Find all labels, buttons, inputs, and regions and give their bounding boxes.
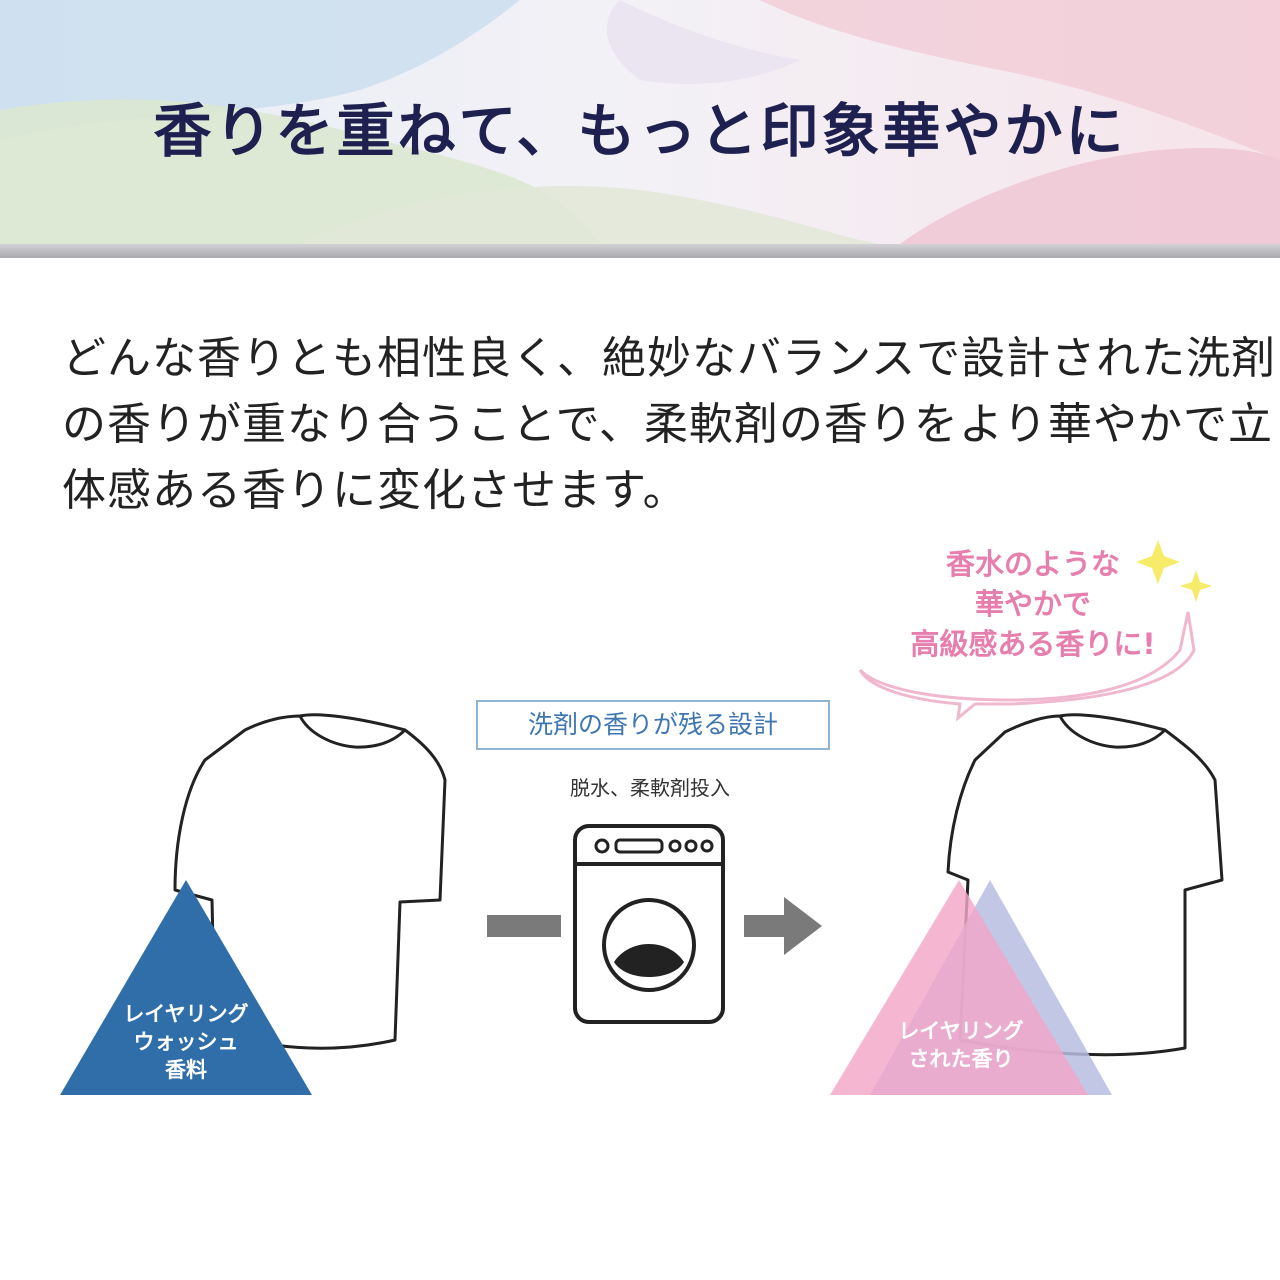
sparkle-icon — [1136, 540, 1180, 584]
description-line: 体感ある香りに変化させます。 — [62, 465, 688, 516]
design-label-box: 洗剤の香りが残る設計 — [476, 700, 830, 750]
step-label: 脱水、柔軟剤投入 — [570, 776, 730, 800]
left-triangle-label: レイヤリング ウォッシュ 香料 — [96, 1000, 276, 1084]
washing-machine-icon — [573, 824, 725, 1024]
watercolor-background — [0, 0, 1280, 258]
left-triangle-label-line: 香料 — [165, 1058, 207, 1082]
arrow-head-icon — [784, 897, 822, 955]
description-line: どんな香りとも相性良く、絶妙なバランスで設計された洗剤 — [62, 333, 1277, 384]
left-triangle-label-line: レイヤリング — [123, 1002, 249, 1026]
description-line: の香りが重なり合うことで、柔軟剤の香りをより華やかで立 — [62, 399, 1274, 450]
left-triangle — [60, 880, 312, 1095]
bubble-text-line: 華やかで — [974, 587, 1091, 621]
right-triangle-front — [830, 880, 1088, 1095]
right-triangle-label-line: レイヤリング — [898, 1019, 1024, 1043]
left-connector-bar — [487, 915, 561, 937]
bubble-text-line: 高級感ある香りに! — [910, 627, 1156, 661]
left-tshirt-icon — [173, 713, 447, 1050]
speech-bubble-icon — [858, 611, 1196, 722]
bubble-text-line: 香水のような — [945, 547, 1120, 581]
header-banner: 香りを重ねて、もっと印象華やかに — [0, 0, 1280, 258]
page-title: 香りを重ねて、もっと印象華やかに — [153, 97, 1127, 165]
right-triangle-label-line: された香り — [908, 1047, 1014, 1071]
sparkle-icon — [1180, 570, 1212, 602]
arrow-shaft — [744, 915, 784, 937]
description-paragraph: どんな香りとも相性良く、絶妙なバランスで設計された洗剤 の香りが重なり合うことで… — [62, 326, 1277, 524]
left-triangle-label-line: ウォッシュ — [133, 1030, 239, 1054]
bubble-text: 香水のような 華やかで 高級感ある香りに! — [860, 544, 1206, 664]
header-divider — [0, 244, 1280, 258]
right-triangle-label: レイヤリング された香り — [866, 1017, 1056, 1073]
